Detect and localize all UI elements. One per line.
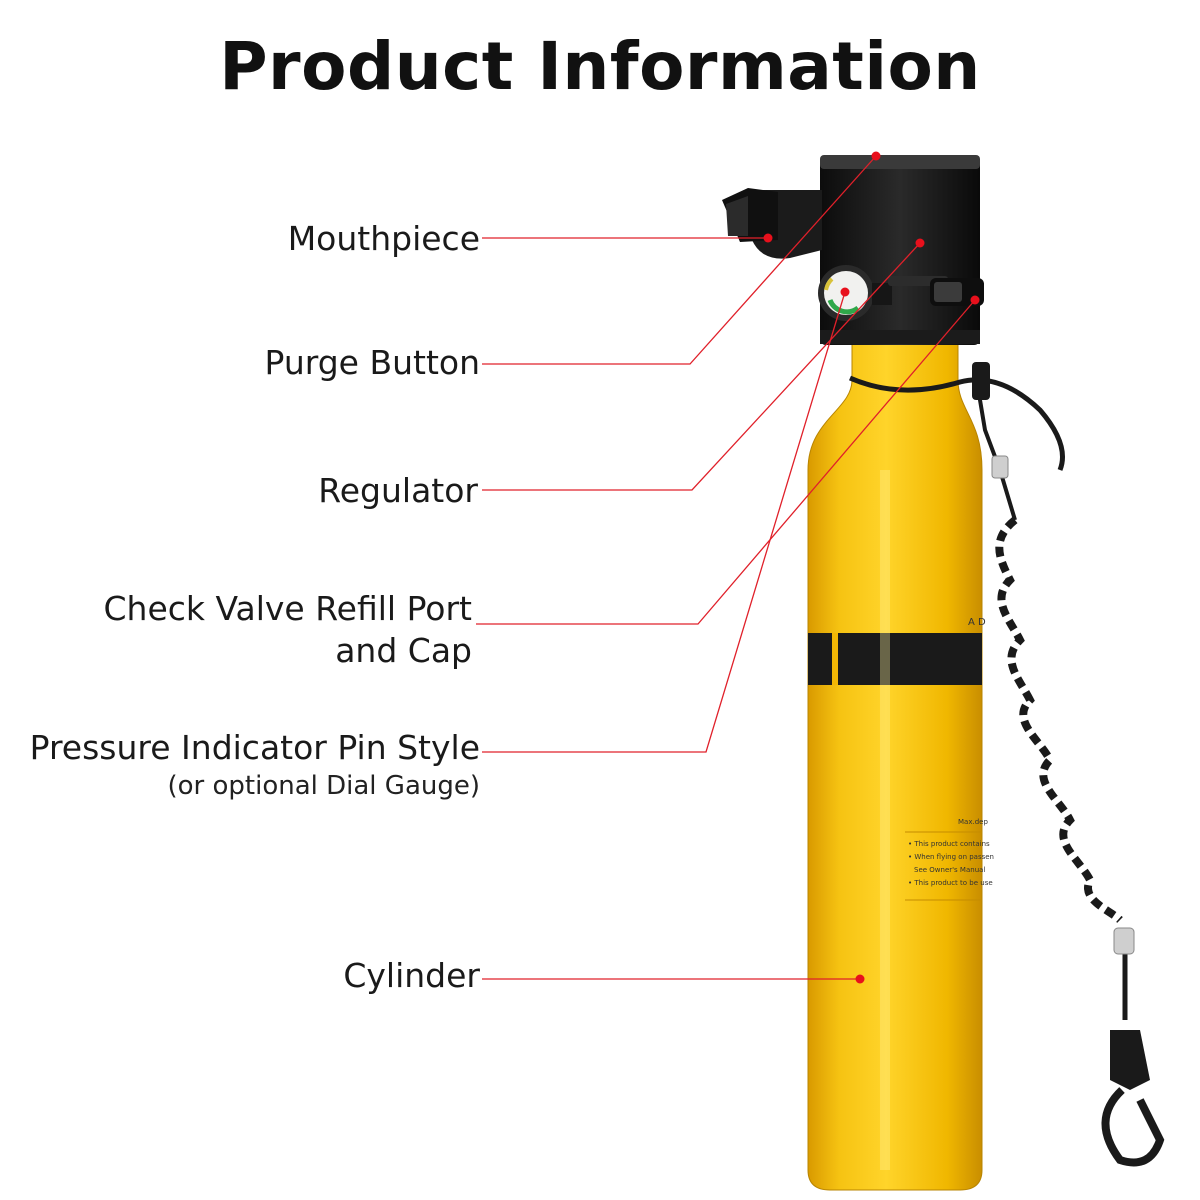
dot-check-valve	[970, 295, 980, 305]
dot-regulator	[915, 238, 925, 248]
leader-regulator	[482, 242, 921, 491]
warning-line-4: • This product to be use	[908, 879, 993, 887]
mouthpiece	[722, 188, 822, 259]
refill-port	[930, 278, 984, 306]
warning-heading: Max.dep	[958, 818, 988, 826]
warning-line-1: • This product contains	[908, 840, 990, 848]
leader-pressure-indicator	[482, 291, 846, 753]
callout-dots	[763, 151, 980, 984]
warning-line-2: • When flying on passen	[908, 853, 994, 861]
label-regulator: Regulator	[318, 471, 478, 510]
cylinder: A D Max.dep • This product contains • Wh…	[807, 339, 994, 1191]
warning-line-3: See Owner's Manual	[914, 866, 985, 874]
label-pressure-indicator-note: (or optional Dial Gauge)	[167, 771, 480, 801]
cylinder-band-text: A D	[968, 617, 986, 628]
page-title: Product Information	[219, 28, 981, 105]
label-pressure-indicator: Pressure Indicator Pin Style (or optiona…	[30, 727, 480, 803]
leader-check-valve	[476, 299, 976, 625]
label-mouthpiece: Mouthpiece	[287, 219, 480, 258]
label-cylinder: Cylinder	[343, 956, 480, 995]
dot-cylinder	[855, 974, 865, 984]
dot-purge-button	[871, 151, 881, 161]
lanyard	[848, 362, 1165, 1167]
label-purge-button: Purge Button	[264, 343, 481, 382]
label-check-valve-line1: Check Valve Refill Port	[103, 589, 472, 628]
dot-pressure-indicator	[840, 287, 850, 297]
label-check-valve-line2: and Cap	[335, 631, 472, 670]
dot-mouthpiece	[763, 233, 773, 243]
leader-purge-button	[482, 155, 877, 365]
label-pressure-indicator-main: Pressure Indicator Pin Style	[29, 728, 480, 767]
label-check-valve: Check Valve Refill Port and Cap	[103, 588, 472, 672]
leader-lines	[476, 155, 976, 980]
